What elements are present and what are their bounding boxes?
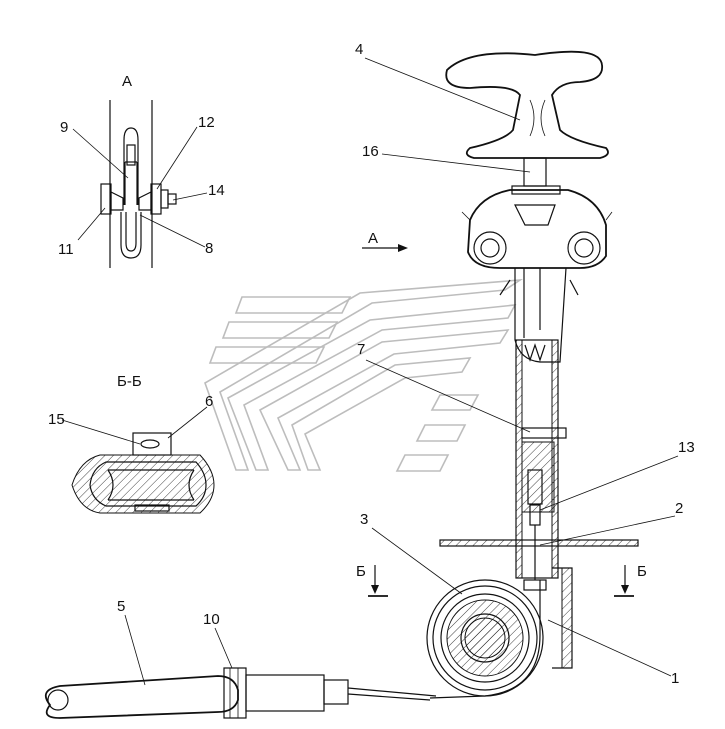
view-arrow-a: А — [362, 230, 408, 252]
callout-12: 12 — [198, 114, 215, 131]
section-bb-title: Б-Б — [117, 373, 142, 390]
main-callouts: 4 16 7 13 2 3 1 5 10 — [117, 41, 695, 687]
view-a-title: А — [122, 73, 132, 90]
callout-13: 13 — [678, 439, 695, 456]
callout-5: 5 — [117, 598, 125, 615]
callout-3: 3 — [360, 511, 368, 528]
callout-4: 4 — [355, 41, 363, 58]
section-arrows-b: Б Б — [356, 563, 647, 597]
callout-1: 1 — [671, 670, 679, 687]
section-arrow-b-right-label: Б — [637, 563, 647, 580]
view-arrow-a-label: А — [368, 230, 378, 247]
callout-2: 2 — [675, 500, 683, 517]
view-a-detail: А — [100, 73, 177, 268]
callout-6: 6 — [205, 393, 213, 410]
watermark-logo — [204, 278, 524, 472]
callout-16: 16 — [362, 143, 379, 160]
view-a-callouts: 9 12 14 11 8 — [58, 114, 225, 258]
section-arrow-b-left-label: Б — [356, 563, 366, 580]
callout-15: 15 — [48, 411, 65, 428]
section-bb-pulley: Б-Б 15 6 — [48, 373, 215, 514]
callout-10: 10 — [203, 611, 220, 628]
callout-9: 9 — [60, 119, 68, 136]
callout-11: 11 — [58, 241, 74, 258]
main-lever-assembly — [44, 50, 639, 719]
callout-7: 7 — [357, 341, 365, 358]
callout-14: 14 — [208, 182, 225, 199]
callout-8: 8 — [205, 240, 213, 257]
